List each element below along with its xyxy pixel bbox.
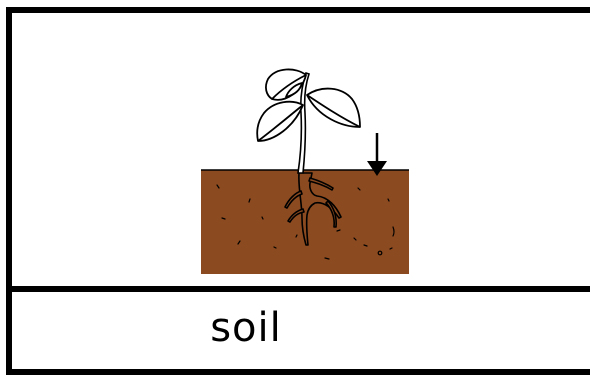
vocabulary-card: soil [6,7,590,375]
plant-icon [257,69,360,141]
card-label: soil [210,305,282,351]
picture-area [12,13,590,286]
plant-in-soil-illustration [12,13,590,286]
label-area: soil [12,292,590,369]
